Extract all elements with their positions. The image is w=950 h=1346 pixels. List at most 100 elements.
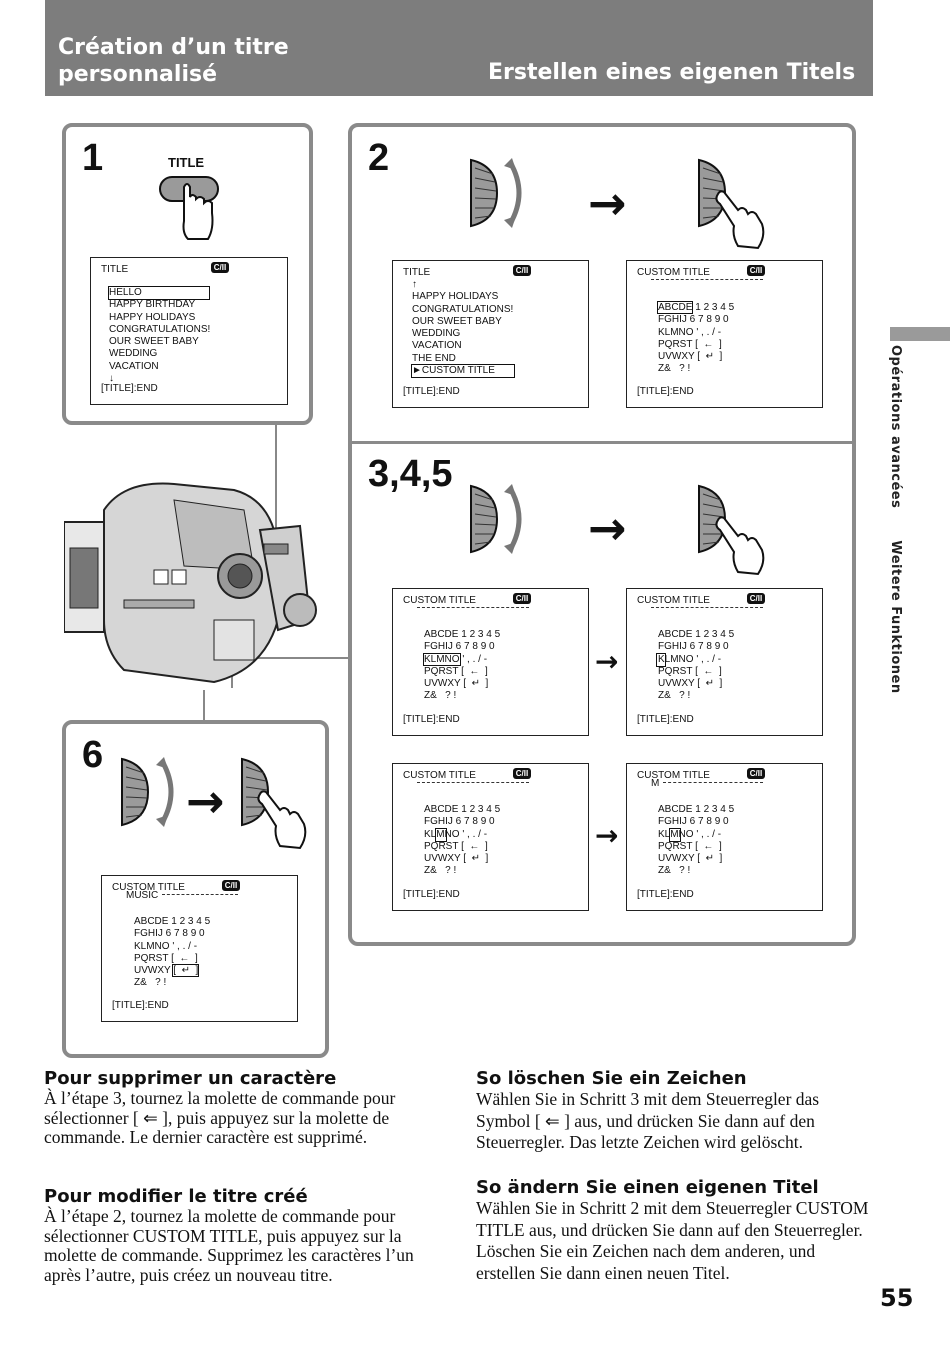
char-row-digits[interactable]: 6 7 8 9 0 (689, 314, 729, 326)
enter-key[interactable]: [ ↵ ] (697, 853, 723, 865)
title-button-press-icon[interactable] (154, 173, 224, 243)
control-dial-turn-icon[interactable] (118, 755, 152, 829)
char-row-letters[interactable]: UVWXY (658, 678, 695, 690)
char-row-letters[interactable]: KLMNO (658, 653, 694, 665)
char-row-symbols[interactable]: ' , . / - (696, 326, 722, 338)
char-row-letters[interactable]: Z& (658, 865, 671, 877)
delete-char-key[interactable]: [ ← ] (171, 952, 198, 964)
char-row-symbols[interactable]: ? ! (445, 865, 457, 877)
char-row-letters[interactable]: FGHIJ (658, 314, 687, 326)
char-row-digits[interactable]: 1 2 3 4 5 (171, 916, 211, 927)
char-row-digits[interactable]: 6 7 8 9 0 (165, 928, 205, 940)
delete-char-key[interactable]: [ ← ] (695, 338, 722, 350)
menu-item[interactable]: OUR SWEET BABY (109, 336, 199, 348)
char-row-letters[interactable]: UVWXY (134, 965, 171, 977)
char-row-letters[interactable]: KLMNO (424, 828, 460, 840)
menu-item[interactable]: OUR SWEET BABY (412, 315, 502, 327)
char-row-symbols[interactable]: ' , . / - (462, 653, 488, 665)
char-row-letters[interactable]: FGHIJ (658, 816, 687, 828)
char-row-symbols[interactable]: ? ! (679, 363, 691, 375)
menu-item[interactable]: CONGRATULATIONS! (412, 303, 514, 315)
menu-item[interactable]: CONGRATULATIONS! (109, 323, 211, 335)
cassette-memory-icon: C/II (747, 768, 765, 779)
side-tab-text-fr: Opérations avancées (888, 345, 903, 509)
menu-item[interactable]: WEDDING (109, 348, 158, 360)
char-row-digits[interactable]: 1 2 3 4 5 (461, 804, 501, 815)
char-row-letters[interactable]: FGHIJ (658, 641, 687, 653)
menu-item[interactable]: HAPPY HOLIDAYS (109, 311, 196, 323)
char-row-letters-selected[interactable]: KLMNO (423, 652, 461, 666)
delete-char-key[interactable]: [ ← ] (695, 665, 722, 677)
char-row-letters[interactable]: KLMNO (658, 828, 694, 840)
char-row-symbols[interactable]: ' , . / - (696, 653, 722, 665)
char-row-digits[interactable]: 6 7 8 9 0 (689, 816, 729, 828)
menu-item[interactable]: HAPPY BIRTHDAY (109, 299, 196, 311)
char-row-digits[interactable]: 1 2 3 4 5 (461, 629, 501, 640)
char-row-letters[interactable]: UVWXY (424, 678, 461, 690)
menu-item[interactable]: WEDDING (412, 328, 461, 340)
menu-item[interactable]: HAPPY HOLIDAYS (412, 291, 499, 303)
control-dial-press-icon[interactable] (238, 755, 272, 829)
menu-item[interactable]: VACATION (109, 360, 159, 372)
char-row-letters[interactable]: PQRST (424, 665, 459, 677)
char-row-symbols[interactable]: ' , . / - (462, 828, 488, 840)
char-row-letters[interactable]: UVWXY (658, 351, 695, 363)
char-row-symbols[interactable]: ? ! (679, 690, 691, 702)
menu-item-selected[interactable]: ►CUSTOM TITLE (411, 364, 515, 379)
char-row-letters[interactable]: ABCDE (658, 804, 693, 815)
char-row-letters[interactable]: FGHIJ (424, 816, 453, 828)
char-row-letters-selected[interactable]: ABCDE (656, 301, 694, 314)
char-row-letters[interactable]: UVWXY (658, 853, 695, 865)
char-row-symbols[interactable]: ' , . / - (172, 940, 198, 952)
menu-item[interactable]: THE END (412, 352, 456, 364)
char-row-letters[interactable]: Z& (658, 690, 671, 702)
char-row-symbols[interactable]: ? ! (445, 690, 457, 702)
enter-key-selected[interactable]: [ ↵ ] (172, 964, 200, 978)
delete-char-key[interactable]: [ ← ] (695, 840, 722, 852)
char-row-symbols[interactable]: ? ! (155, 977, 167, 989)
menu-item-selected[interactable]: HELLO (108, 285, 210, 301)
delete-char-key[interactable]: [ ← ] (461, 665, 488, 677)
char-row-letters[interactable]: Z& (424, 690, 437, 702)
menu-item[interactable]: VACATION (412, 340, 462, 352)
char-row-digits[interactable]: 6 7 8 9 0 (455, 816, 495, 828)
char-row-letters[interactable]: PQRST (134, 952, 169, 964)
char-row-letters[interactable]: KLMNO (658, 326, 694, 338)
char-row-letters[interactable]: ABCDE (424, 804, 459, 815)
char-row-digits[interactable]: 6 7 8 9 0 (455, 641, 495, 653)
char-row-symbols[interactable]: ? ! (679, 865, 691, 877)
char-row-letters[interactable]: PQRST (424, 840, 459, 852)
char-row-letters[interactable]: ABCDE (658, 629, 693, 640)
char-row-letters[interactable]: Z& (134, 977, 147, 989)
char-row-letters[interactable]: FGHIJ (134, 928, 163, 940)
char-row-letters[interactable]: FGHIJ (424, 641, 453, 653)
delete-char-key[interactable]: [ ← ] (461, 840, 488, 852)
enter-key[interactable]: [ ↵ ] (697, 678, 723, 690)
section-heading: Pour supprimer un caractère (44, 1068, 337, 1089)
next-step-arrow-icon: → (588, 501, 627, 555)
char-row-letters[interactable]: PQRST (658, 338, 693, 350)
char-row-digits[interactable]: 1 2 3 4 5 (695, 629, 735, 640)
char-row-letters[interactable]: Z& (658, 363, 671, 375)
char-row-digits[interactable]: 1 2 3 4 5 (695, 804, 735, 815)
char-row-letters[interactable]: KLMNO (134, 940, 170, 952)
char-row-digits[interactable]: 1 2 3 4 5 (695, 302, 735, 313)
char-row-letters[interactable]: UVWXY (424, 853, 461, 865)
rotate-arrow-icon (156, 757, 174, 827)
char-row-letters[interactable]: ABCDE (134, 916, 169, 927)
section-heading: So ändern Sie einen eigenen Titel (476, 1177, 819, 1198)
enter-key[interactable]: [ ↵ ] (697, 351, 723, 363)
screen-footer: [TITLE]:END (403, 888, 460, 900)
screen-header: TITLE (101, 264, 129, 275)
char-row-letters[interactable]: PQRST (658, 665, 693, 677)
char-row-symbols[interactable]: ' , . / - (696, 828, 722, 840)
fr-delete-section: Pour supprimer un caractère À l’étape 3,… (44, 1068, 444, 1148)
char-row-letters[interactable]: Z& (424, 865, 437, 877)
enter-key[interactable]: [ ↵ ] (463, 678, 489, 690)
control-dial-turn-icon[interactable] (467, 156, 501, 230)
control-dial-turn-icon[interactable] (467, 482, 501, 556)
char-row-digits[interactable]: 6 7 8 9 0 (689, 641, 729, 653)
char-row-letters[interactable]: ABCDE (424, 629, 459, 640)
char-row-letters[interactable]: PQRST (658, 840, 693, 852)
enter-key[interactable]: [ ↵ ] (463, 853, 489, 865)
